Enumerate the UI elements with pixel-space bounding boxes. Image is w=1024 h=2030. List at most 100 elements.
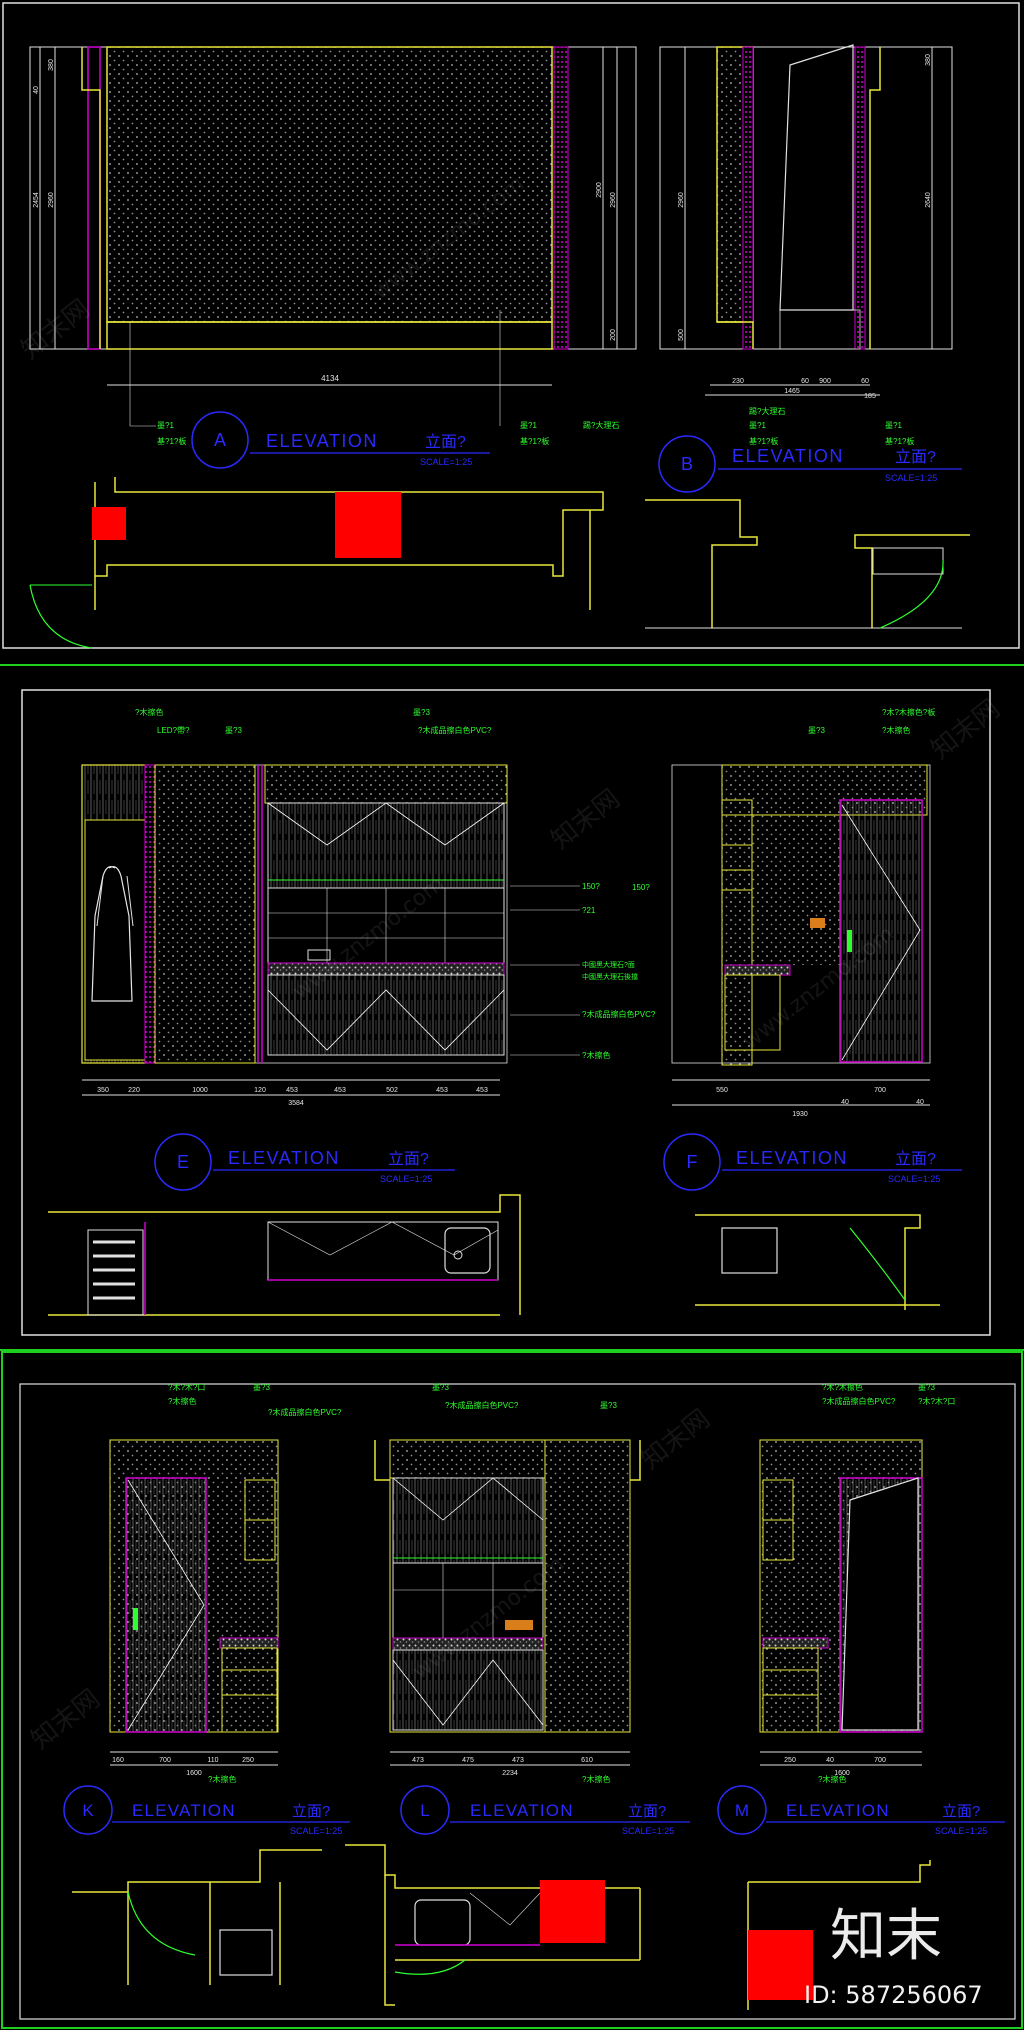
sheet-frame-outer (1, 1351, 1023, 2029)
note-text: LED?帶? (157, 726, 190, 735)
note-text: ?木成品擦白色PVC? (418, 725, 492, 735)
note-text: 墨?1 (157, 421, 174, 430)
note-text: ?木成品擦白色PVC? (445, 1400, 519, 1410)
dim-text: 380 (925, 54, 932, 66)
dim-text: 380 (48, 59, 55, 71)
dim-text: 1600 (186, 1770, 202, 1777)
elevation-b-drawing (659, 44, 953, 396)
dim-text: 550 (716, 1087, 728, 1094)
dim-text: 1465 (784, 388, 800, 395)
dim-text: 500 (678, 329, 685, 341)
watermark-id: ID: 587256067 (804, 1981, 983, 2009)
dim-text: 200 (610, 329, 617, 341)
dim-text: 60 (801, 378, 809, 385)
note-text: 墨?1 (749, 421, 766, 430)
dim-text: 185 (864, 393, 876, 400)
note-text: 中國黑大理石後擋 (582, 972, 638, 981)
elevation-scale: SCALE=1:25 (888, 1174, 940, 1184)
dim-text: 475 (462, 1757, 474, 1764)
note-text: ?木成品擦白色PVC? (582, 1009, 656, 1019)
dim-text: 2454 (33, 192, 40, 208)
dim-text: 453 (476, 1087, 488, 1094)
dim-text: 453 (436, 1087, 448, 1094)
dim-text: 2960 (610, 192, 617, 208)
dim-text: 110 (207, 1757, 218, 1764)
watermark-cn: 知末网 (546, 784, 626, 856)
dim-text: 1930 (792, 1111, 808, 1118)
note-text: 踢?大理石 (749, 406, 785, 416)
elevation-e-title: E ELEVATION 立面? SCALE=1:25 (154, 1133, 455, 1191)
elevation-letter: A (214, 430, 226, 450)
elevation-e-drawing (81, 764, 508, 1096)
note-text: 基?1?板 (520, 436, 549, 446)
note-text: ?木擦色 (135, 707, 163, 717)
elevation-b-notes: 踢?大理石 墨?1 基?1?板 墨?1 基?1?板 (749, 406, 914, 446)
elevation-scale: SCALE=1:25 (380, 1174, 432, 1184)
note-text: 150? (632, 883, 650, 892)
plan-m (747, 1860, 931, 2010)
note-text: 中國黑大理石?面 (582, 960, 635, 969)
plan-e (48, 1194, 521, 1316)
plan-f (695, 1214, 940, 1310)
dim-text: 1600 (834, 1770, 850, 1777)
elevation-e-notes: ?木擦色 LED?帶? 墨?3 墨?3 ?木成品擦白色PVC? 150? ?21… (135, 707, 656, 1060)
dim-text: 40 (841, 1099, 849, 1106)
elevation-l-notes: 墨?3 ?木成品擦白色PVC? 墨?3 ?木擦色 (432, 1383, 617, 1784)
elevation-f-notes: 墨?3 150? ?木?木擦色?板 ?木擦色 (632, 707, 935, 892)
watermark-cn: 知末网 (26, 1684, 106, 1756)
dim-text: 453 (334, 1087, 346, 1094)
elevation-f-dimensions: 550 700 40 40 1930 (716, 1087, 924, 1118)
elevation-letter: K (82, 1801, 94, 1820)
note-text: ?木成品擦白色PVC? (822, 1396, 896, 1406)
note-text: 墨?3 (413, 708, 430, 717)
brand-logo-text: 知末 (830, 1904, 942, 1969)
dim-text: 3584 (288, 1100, 304, 1107)
elevation-title: ELEVATION (732, 446, 844, 466)
elevation-letter: B (681, 454, 693, 474)
note-text: 墨?3 (808, 726, 825, 735)
dim-text: 4134 (321, 374, 339, 383)
elevation-f-title: F ELEVATION 立面? SCALE=1:25 (663, 1133, 962, 1191)
sheet-2: 350 220 1000 120 453 453 502 453 453 358… (0, 689, 1024, 1351)
elevation-k-drawing (109, 1439, 279, 1766)
dim-text: 120 (254, 1087, 266, 1094)
elevation-scale: SCALE=1:25 (935, 1826, 987, 1836)
elevation-cn-title: 立面? (895, 448, 936, 466)
note-text: 墨?1 (520, 421, 537, 430)
note-text: 墨?3 (253, 1383, 270, 1392)
dim-text: 40 (826, 1757, 834, 1764)
dim-text: 160 (112, 1757, 124, 1764)
note-text: ?木擦色 (582, 1050, 610, 1060)
note-text: 基?1?板 (749, 436, 778, 446)
dim-text: 453 (286, 1087, 298, 1094)
dim-text: 700 (159, 1757, 171, 1764)
note-text: 墨?3 (918, 1383, 935, 1392)
dim-text: 2900 (596, 182, 603, 198)
dim-text: 2234 (502, 1770, 518, 1777)
note-text: ?木成品擦白色PVC? (268, 1407, 342, 1417)
note-text: 墨?3 (225, 726, 242, 735)
elevation-letter: E (177, 1152, 189, 1172)
elevation-title: ELEVATION (266, 431, 378, 451)
note-text: ?木擦色 (818, 1774, 846, 1784)
elevation-m-title: M ELEVATION 立面? SCALE=1:25 (717, 1785, 1005, 1836)
elevation-letter: M (735, 1801, 749, 1820)
sheet-3: 160 700 110 250 1600 ?木?木?口 ?木擦色 墨?3 ?木成… (1, 1351, 1023, 2029)
dim-text: 1000 (192, 1087, 208, 1094)
elevation-title: ELEVATION (470, 1801, 574, 1820)
elevation-a-title: A ELEVATION 立面? SCALE=1:25 (191, 411, 490, 469)
dim-text: 502 (386, 1087, 398, 1094)
elevation-l-drawing (374, 1439, 641, 1766)
elevation-scale: SCALE=1:25 (290, 1826, 342, 1836)
note-text: 踢?大理石 (583, 420, 619, 430)
watermark-cn: 知末网 (926, 694, 1006, 766)
elevation-cn-title: 立面? (942, 1803, 980, 1820)
elevation-l-dimensions: 473 475 473 610 2234 (412, 1757, 593, 1777)
elevation-k-notes: ?木?木?口 ?木擦色 墨?3 ?木成品擦白色PVC? ?木擦色 (168, 1382, 342, 1784)
note-text: ?木?木擦色 (822, 1382, 863, 1392)
dim-text: 40 (916, 1099, 924, 1106)
plan-b (645, 499, 970, 629)
dim-text: 900 (819, 378, 831, 385)
elevation-cn-title: 立面? (628, 1803, 666, 1820)
note-text: ?木?木擦色?板 (882, 707, 935, 717)
